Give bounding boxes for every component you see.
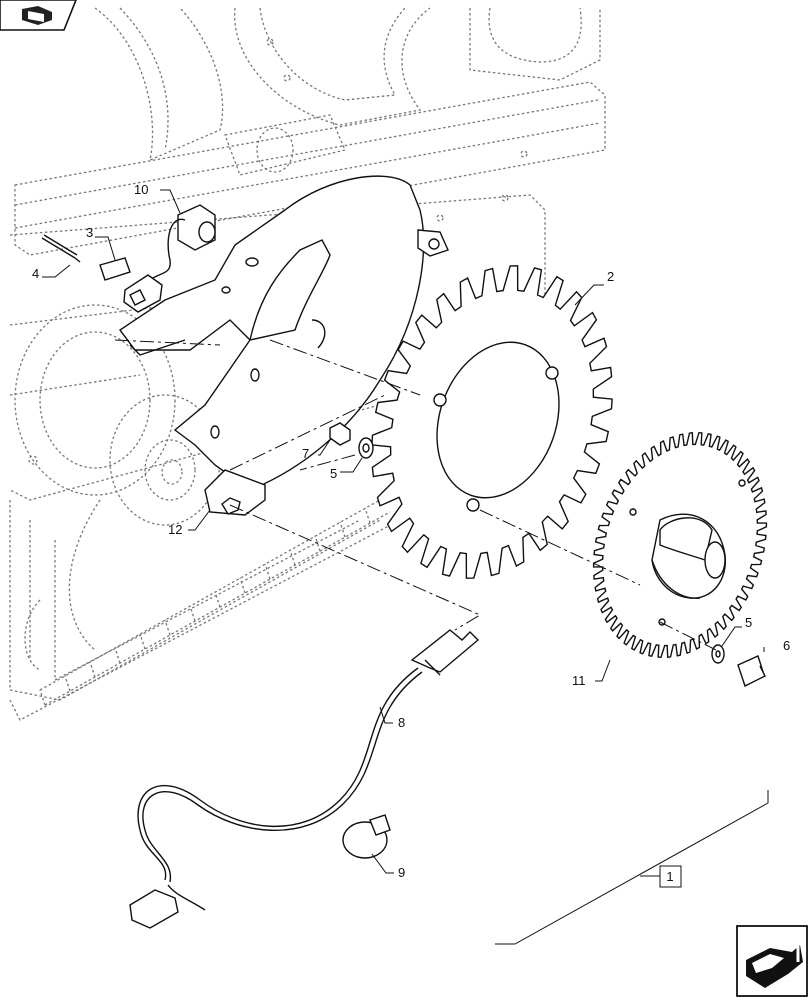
next-page-icon[interactable] bbox=[736, 925, 808, 997]
assembly-centerlines bbox=[114, 339, 717, 651]
callout-box-1 bbox=[659, 865, 682, 888]
callout-5-right: 5 bbox=[745, 615, 752, 630]
assembly-bracket-line bbox=[495, 790, 769, 945]
callout-1: 1 bbox=[666, 869, 673, 884]
callout-9: 9 bbox=[398, 865, 405, 880]
callout-labels: 1 2 3 4 5 5 6 7 8 9 10 11 12 bbox=[32, 182, 790, 888]
sensor-harness bbox=[129, 629, 480, 929]
sprocket-guard-shield bbox=[118, 175, 449, 516]
drive-sprocket bbox=[592, 431, 768, 659]
speed-sensor-assembly bbox=[41, 204, 216, 313]
toothed-pulse-wheel bbox=[371, 265, 613, 579]
callout-2: 2 bbox=[607, 269, 614, 284]
callout-6: 6 bbox=[783, 638, 790, 653]
bolt-and-washer bbox=[711, 644, 766, 688]
callout-5-left: 5 bbox=[330, 466, 337, 481]
callout-4: 4 bbox=[32, 266, 39, 281]
previous-page-icon[interactable] bbox=[0, 0, 77, 31]
callout-8: 8 bbox=[398, 715, 405, 730]
hardware-nut-washer bbox=[329, 422, 374, 459]
callout-7: 7 bbox=[302, 446, 309, 461]
callout-leaders bbox=[42, 189, 765, 877]
callout-12: 12 bbox=[168, 522, 182, 537]
callout-11: 11 bbox=[572, 673, 586, 688]
callout-10: 10 bbox=[134, 182, 148, 197]
callout-3: 3 bbox=[86, 225, 93, 240]
